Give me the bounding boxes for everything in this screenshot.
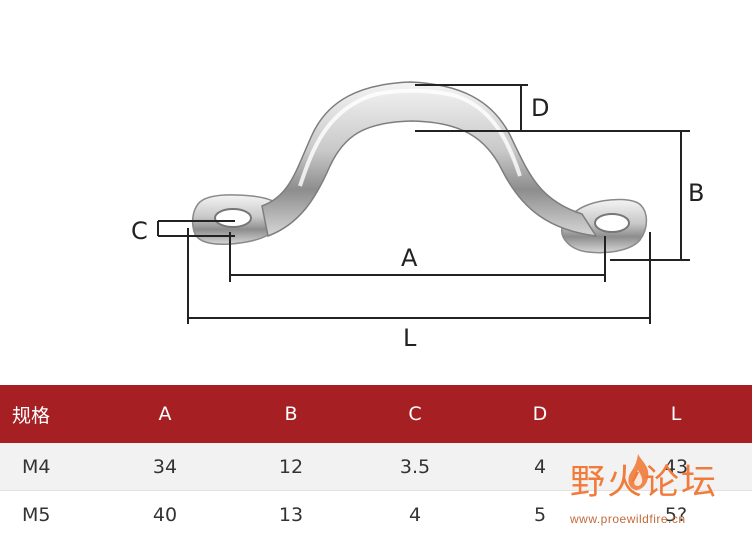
table-row: M5 40 13 4 5 5? xyxy=(0,490,752,538)
table-row: M4 34 12 3.5 4 43 xyxy=(0,443,752,491)
cell-a: 34 xyxy=(98,443,232,491)
pad-eye-strap xyxy=(191,81,648,254)
cell-a: 40 xyxy=(98,490,232,538)
cell-b: 13 xyxy=(232,490,350,538)
watermark-url: www.proewildfire.cn xyxy=(570,512,686,526)
dimension-label-a: A xyxy=(401,244,418,272)
header-b: B xyxy=(232,385,350,443)
cell-l: 5? xyxy=(600,490,752,538)
watermark: 野火论坛 www.proewildfire.cn xyxy=(562,452,747,530)
header-c: C xyxy=(350,385,480,443)
cell-l: 43 xyxy=(600,443,752,491)
cell-b: 12 xyxy=(232,443,350,491)
header-l: L xyxy=(600,385,752,443)
cell-spec: M5 xyxy=(0,490,98,538)
cell-d: 4 xyxy=(480,443,600,491)
dimension-label-c: C xyxy=(131,217,148,245)
dimension-label-b: B xyxy=(688,179,704,207)
dimension-lines xyxy=(157,84,690,324)
header-spec: 规格 xyxy=(0,385,98,443)
header-d: D xyxy=(480,385,600,443)
spec-table: 规格 A B C D L M4 34 12 3.5 4 43 M5 40 13 … xyxy=(0,385,752,538)
table-header-row: 规格 A B C D L xyxy=(0,385,752,443)
dimension-label-l: L xyxy=(403,324,417,352)
flame-icon xyxy=(628,454,649,490)
cell-c: 4 xyxy=(350,490,480,538)
cell-d: 5 xyxy=(480,490,600,538)
product-diagram: D B C A L xyxy=(131,81,704,352)
pad-eye-drawing: D B C A L xyxy=(131,81,704,352)
cell-c: 3.5 xyxy=(350,443,480,491)
watermark-title: 野火论坛 xyxy=(570,463,719,503)
cell-spec: M4 xyxy=(0,443,98,491)
header-a: A xyxy=(98,385,232,443)
dimension-label-d: D xyxy=(531,94,549,122)
